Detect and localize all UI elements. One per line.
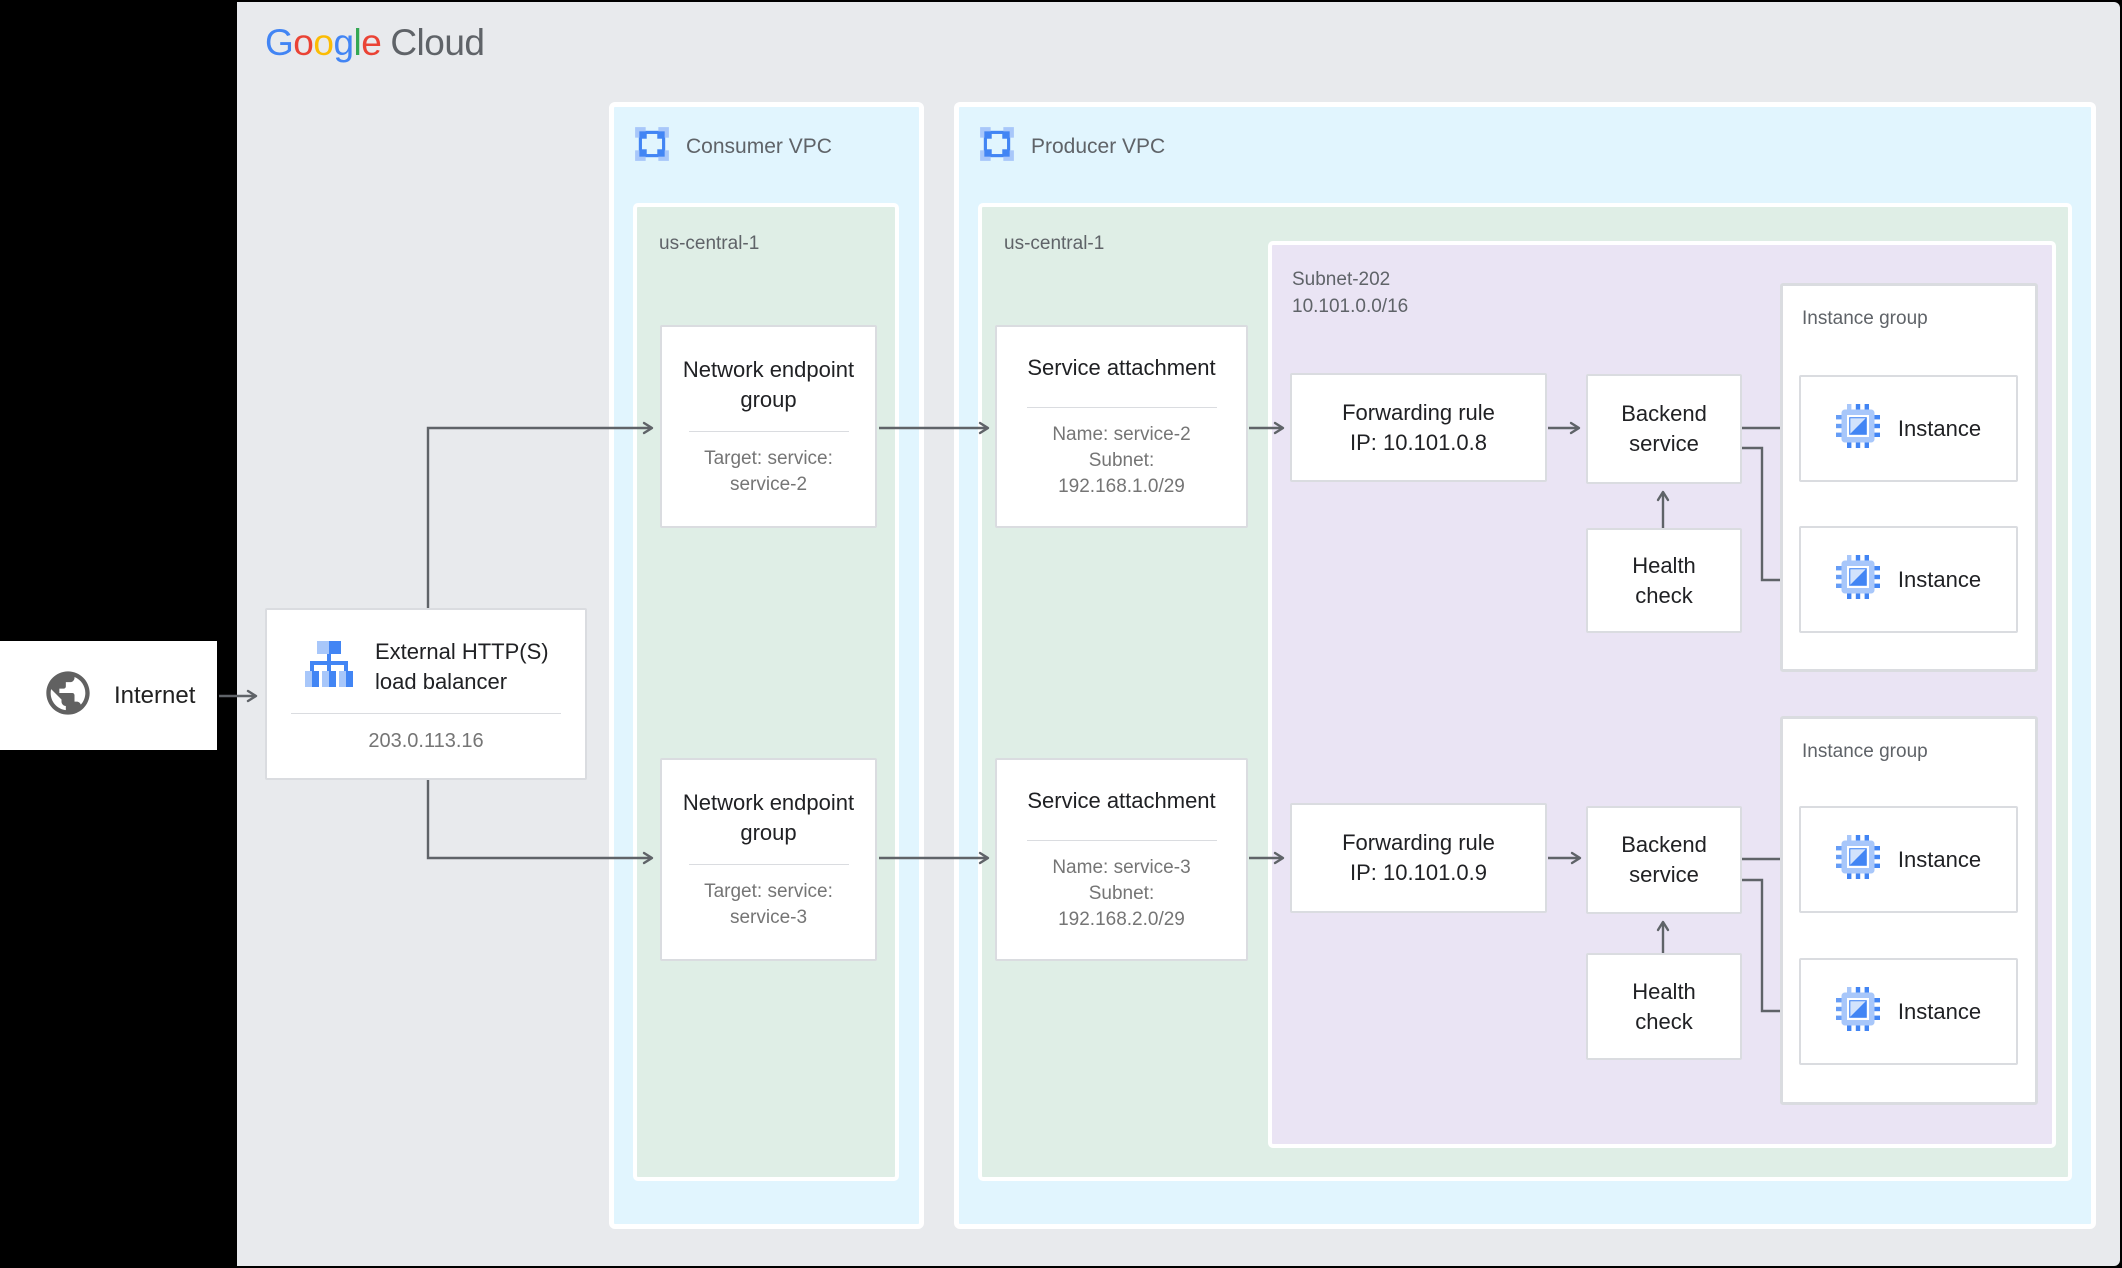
vpc-icon (633, 125, 671, 168)
load-balancer-title: External HTTP(S) load balancer (375, 638, 549, 694)
instance-label: Instance (1897, 998, 1982, 1024)
logo-letter: l (353, 22, 362, 63)
health-check-bottom: Health check (1586, 953, 1742, 1060)
compute-instance-icon (1835, 404, 1880, 453)
hc-label: Health check (1632, 978, 1696, 1034)
neg-title: Network endpoint group (682, 357, 855, 412)
divider (1026, 840, 1217, 841)
logo-letter: o (313, 22, 334, 63)
be-label: Backend service (1621, 401, 1707, 456)
subnet-name: Subnet-202 (1292, 269, 1391, 290)
logo-letter: e (361, 22, 382, 63)
neg-target-line1: Target: service: (704, 881, 833, 902)
consumer-vpc-label: Consumer VPC (686, 134, 832, 158)
producer-vpc-header: Producer VPC (978, 125, 1165, 168)
sa-subnet-cidr: 192.168.1.0/29 (1058, 476, 1185, 497)
neg-target: Target: service: service-2 (704, 446, 833, 498)
divider (1026, 407, 1217, 408)
sa-subnet-cidr: 192.168.2.0/29 (1058, 909, 1185, 930)
compute-instance-icon (1835, 555, 1880, 604)
load-balancer-icon (301, 636, 357, 697)
sa-title: Service attachment (1027, 355, 1216, 380)
divider (291, 713, 561, 714)
compute-instance-icon (1835, 987, 1880, 1036)
sa-name: Name: service-3 (1052, 857, 1191, 878)
neg-title: Network endpoint group (682, 790, 855, 845)
consumer-vpc-header: Consumer VPC (633, 125, 832, 168)
subnet-cidr: 10.101.0.0/16 (1292, 296, 1409, 317)
instance-node: Instance (1799, 526, 2018, 633)
compute-instance-icon (1835, 835, 1880, 884)
logo-letter: o (293, 22, 314, 63)
sa-subnet-label: Subnet: (1088, 450, 1155, 471)
consumer-region-label: us-central-1 (659, 233, 760, 254)
internet-label: Internet (114, 681, 196, 709)
instance-node: Instance (1799, 806, 2018, 913)
producer-region-label: us-central-1 (1004, 233, 1105, 254)
neg-target-line2: service-3 (729, 907, 808, 928)
fr-line2: IP: 10.101.0.9 (1350, 860, 1487, 885)
vpc-icon (978, 125, 1016, 168)
logo-letter: G (265, 22, 294, 63)
backend-service-bottom: Backend service (1586, 806, 1742, 914)
instance-group-label: Instance group (1802, 741, 1928, 762)
instance-label: Instance (1897, 846, 1982, 872)
divider (688, 431, 849, 432)
instance-group-label: Instance group (1802, 308, 1928, 329)
backend-service-top: Backend service (1586, 374, 1742, 484)
load-balancer-node: External HTTP(S) load balancer 203.0.113… (265, 608, 587, 780)
sa-title: Service attachment (1027, 788, 1216, 813)
instance-label: Instance (1897, 415, 1982, 441)
sa-subnet-label: Subnet: (1088, 883, 1155, 904)
fr-line2: IP: 10.101.0.8 (1350, 429, 1487, 455)
subnet-label: Subnet-202 10.101.0.0/16 (1292, 266, 1408, 320)
neg-target-line2: service-2 (729, 474, 808, 495)
globe-icon (42, 667, 94, 724)
logo-letter: g (333, 22, 354, 63)
neg-target-line1: Target: service: (704, 448, 833, 469)
internet-node: Internet (0, 641, 217, 750)
logo-cloud-word: Cloud (390, 22, 485, 63)
instance-label: Instance (1897, 566, 1982, 592)
hc-label: Health check (1632, 552, 1696, 608)
neg-target: Target: service: service-3 (704, 879, 833, 931)
fr-line1: Forwarding rule (1342, 830, 1495, 855)
health-check-top: Health check (1586, 528, 1742, 633)
producer-vpc-label: Producer VPC (1031, 134, 1166, 158)
fr-line1: Forwarding rule (1342, 399, 1495, 425)
load-balancer-ip: 203.0.113.16 (368, 730, 484, 752)
divider (688, 864, 849, 865)
be-label: Backend service (1621, 832, 1707, 887)
network-endpoint-group-bottom: Network endpoint group Target: service: s… (660, 758, 877, 961)
instance-node: Instance (1799, 958, 2018, 1065)
instance-node: Instance (1799, 375, 2018, 482)
sa-name: Name: service-2 (1052, 424, 1191, 445)
network-endpoint-group-top: Network endpoint group Target: service: s… (660, 325, 877, 528)
